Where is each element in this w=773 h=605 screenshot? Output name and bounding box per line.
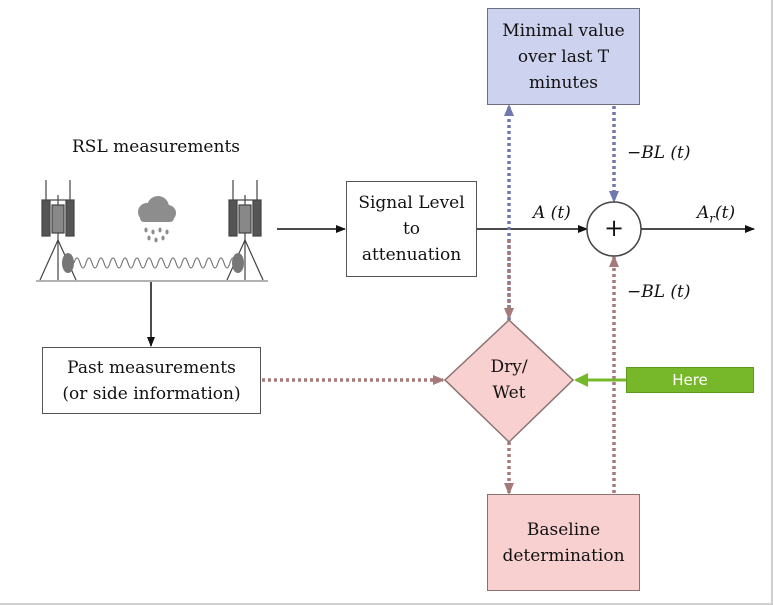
baseline-determination-box: Baseline determination (487, 494, 640, 591)
dry-wet-diamond (443, 318, 575, 444)
here-button[interactable]: Here (626, 367, 754, 393)
signal-label-bl-top: −BL (t) (627, 143, 691, 163)
ar-main: A (697, 203, 710, 223)
left-tower-icon (39, 180, 77, 281)
signal-to-attenuation-box: Signal Level to attenuation (346, 181, 477, 277)
signal-label-bl-bottom: −BL (t) (627, 282, 691, 302)
ar-tail: (t) (715, 203, 736, 223)
microwave-link-illustration (36, 180, 268, 282)
rain-cloud-icon (138, 196, 176, 243)
dry-wet-label: Dry/ Wet (490, 357, 528, 403)
summing-junction (586, 201, 642, 257)
signal-wave (73, 257, 237, 269)
rsl-title: RSL measurements (72, 137, 240, 157)
signal-label-a-t: A (t) (533, 203, 571, 223)
past-measurements-box: Past measurements (or side information) (42, 347, 261, 414)
signal-label-ar-t: Ar(t) (697, 203, 735, 225)
minimal-value-box: Minimal value over last T minutes (487, 8, 640, 105)
right-tower-icon (226, 180, 264, 281)
ar-sub: r (709, 211, 716, 226)
summing-plus-symbol: + (604, 214, 625, 242)
